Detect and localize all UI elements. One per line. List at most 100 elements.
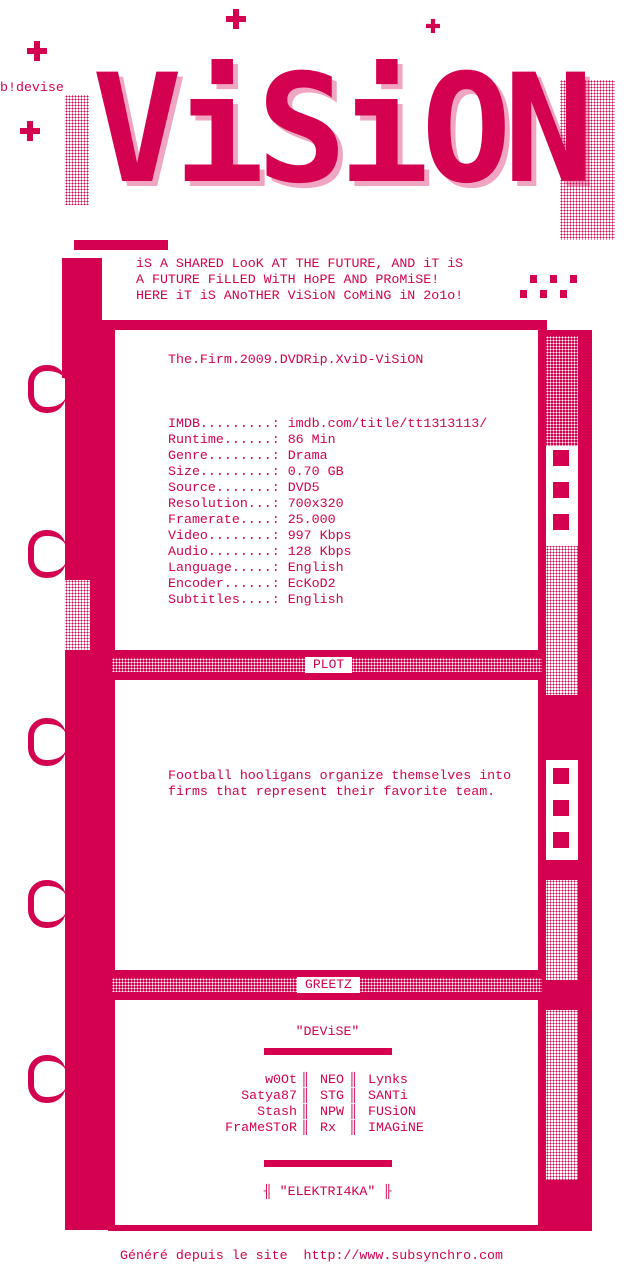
binder-ring-icon — [28, 365, 66, 413]
sparkle-icon — [426, 19, 440, 33]
plot-label: PLOT — [305, 657, 353, 673]
info-row: IMDB.........: imdb.com/title/tt1313113/ — [168, 416, 487, 432]
vision-logo: ViSiON — [92, 43, 594, 217]
plot-text-line: firms that represent their favorite team… — [168, 784, 496, 799]
plot-text-line: Football hooligans organize themselves i… — [168, 768, 512, 783]
info-row: Subtitles....: English — [168, 592, 487, 608]
info-row: Size.........: 0.70 GB — [168, 464, 487, 480]
frame-hatch — [546, 1010, 578, 1180]
binder-ring-icon — [28, 880, 66, 928]
info-key: Genre........: — [168, 448, 288, 463]
binder-ring-icon — [28, 718, 66, 766]
greetz-sep: ║ ║ ║ ║ — [301, 1072, 309, 1136]
separator: ║ — [301, 1072, 309, 1087]
info-key: Subtitles....: — [168, 592, 288, 607]
greetz-name: NEO — [320, 1072, 344, 1087]
greetz-name: Stash — [257, 1104, 297, 1119]
separator: ║ — [301, 1104, 309, 1119]
info-key: Framerate....: — [168, 512, 288, 527]
info-key: Size.........: — [168, 464, 288, 479]
separator: ║ — [301, 1088, 309, 1103]
binder-ring-icon — [28, 530, 66, 578]
greetz-sep: ║ ║ ║ ║ — [349, 1072, 357, 1136]
plot-divider: PLOT — [108, 650, 546, 680]
tagline-line: A FUTURE FiLLED WiTH HoPE AND PRoMiSE! — [136, 272, 440, 287]
frame-hatch — [546, 880, 578, 980]
pixel-decor — [520, 265, 600, 315]
info-key: Encoder......: — [168, 576, 288, 591]
info-value: English — [287, 592, 344, 607]
info-row: Resolution...: 700x320 — [168, 496, 487, 512]
frame-left-column — [65, 330, 115, 1230]
site-footer: Généré depuis le site http://www.subsync… — [120, 1248, 504, 1263]
greetz-title: "DEViSE" — [295, 1024, 360, 1039]
info-row: Language.....: English — [168, 560, 487, 576]
separator: ║ — [349, 1072, 357, 1087]
info-value: 86 Min — [287, 432, 336, 447]
tagline-line: HERE iT iS ANoTHER ViSioN CoMiNG iN 2o1o… — [136, 288, 464, 303]
greetz-name: SANTi — [368, 1088, 408, 1103]
frame-hatch — [546, 545, 578, 695]
info-row: Source.......: DVD5 — [168, 480, 487, 496]
greetz-name: FraMeSToR — [225, 1120, 297, 1135]
group-tag: b!devise — [0, 80, 64, 95]
greetz-name: Lynks — [368, 1072, 408, 1087]
info-key: Source.......: — [168, 480, 288, 495]
logo-shadow — [65, 95, 89, 205]
info-key: Runtime......: — [168, 432, 288, 447]
info-row: Runtime......: 86 Min — [168, 432, 487, 448]
greetz-name: Rx — [320, 1120, 336, 1135]
info-row: Audio........: 128 Kbps — [168, 544, 487, 560]
plot-panel: Football hooligans organize themselves i… — [117, 682, 538, 970]
sparkle-icon — [27, 41, 47, 61]
greetz-name: w0Ot — [265, 1072, 297, 1087]
greetz-col1: w0Ot Satya87 Stash FraMeSToR — [217, 1072, 297, 1136]
frame-bottom-bar — [108, 1225, 592, 1231]
separator: ║ — [349, 1104, 357, 1119]
sparkle-icon — [226, 9, 246, 29]
frame-window — [546, 446, 578, 546]
release-info-list: IMDB.........: imdb.com/title/tt1313113/… — [168, 416, 487, 608]
info-key: Audio........: — [168, 544, 288, 559]
info-key: IMDB.........: — [168, 416, 288, 431]
info-value: English — [287, 560, 344, 575]
sparkle-icon — [20, 121, 40, 141]
greetz-label: GREETZ — [297, 977, 360, 993]
info-value: 25.000 — [287, 512, 336, 527]
logo-shadow — [560, 80, 615, 240]
info-row: Encoder......: EcKoD2 — [168, 576, 487, 592]
tagline-line: iS A SHARED LooK AT THE FUTURE, AND iT i… — [136, 256, 464, 271]
greetz-name: FUSiON — [368, 1104, 416, 1119]
greetz-divider: GREETZ — [108, 970, 546, 1000]
frame-edge — [74, 240, 168, 250]
info-value: Drama — [287, 448, 328, 463]
greetz-name: STG — [320, 1088, 344, 1103]
info-row: Framerate....: 25.000 — [168, 512, 487, 528]
info-value: 0.70 GB — [287, 464, 344, 479]
greetz-footer: ╢ "ELEKTRI4KA" ╟ — [263, 1184, 392, 1199]
release-name: The.Firm.2009.DVDRip.XviD-ViSiON — [168, 352, 424, 367]
frame-window — [546, 760, 578, 860]
frame-hatch — [546, 336, 578, 446]
greetz-name: NPW — [320, 1104, 344, 1119]
greetz-panel: "DEViSE" w0Ot Satya87 Stash FraMeSToR ║ … — [117, 1002, 538, 1225]
divider-bar — [264, 1160, 392, 1167]
info-value: imdb.com/title/tt1313113/ — [287, 416, 488, 431]
greetz-col3: Lynks SANTi FUSiON IMAGiNE — [368, 1072, 424, 1136]
info-value: DVD5 — [287, 480, 320, 495]
info-key: Language.....: — [168, 560, 288, 575]
greetz-col2: NEO STG NPW Rx — [320, 1072, 344, 1136]
greetz-name: IMAGiNE — [368, 1120, 424, 1135]
info-key: Resolution...: — [168, 496, 288, 511]
separator: ║ — [349, 1120, 357, 1135]
divider-bar — [264, 1048, 392, 1055]
info-value: 997 Kbps — [287, 528, 352, 543]
info-key: Video........: — [168, 528, 288, 543]
greetz-name: Satya87 — [241, 1088, 297, 1103]
separator: ║ — [349, 1088, 357, 1103]
release-info-panel: The.Firm.2009.DVDRip.XviD-ViSiON IMDB...… — [115, 330, 538, 652]
info-value: 128 Kbps — [287, 544, 352, 559]
separator: ║ — [301, 1120, 309, 1135]
info-value: EcKoD2 — [287, 576, 336, 591]
info-row: Genre........: Drama — [168, 448, 487, 464]
